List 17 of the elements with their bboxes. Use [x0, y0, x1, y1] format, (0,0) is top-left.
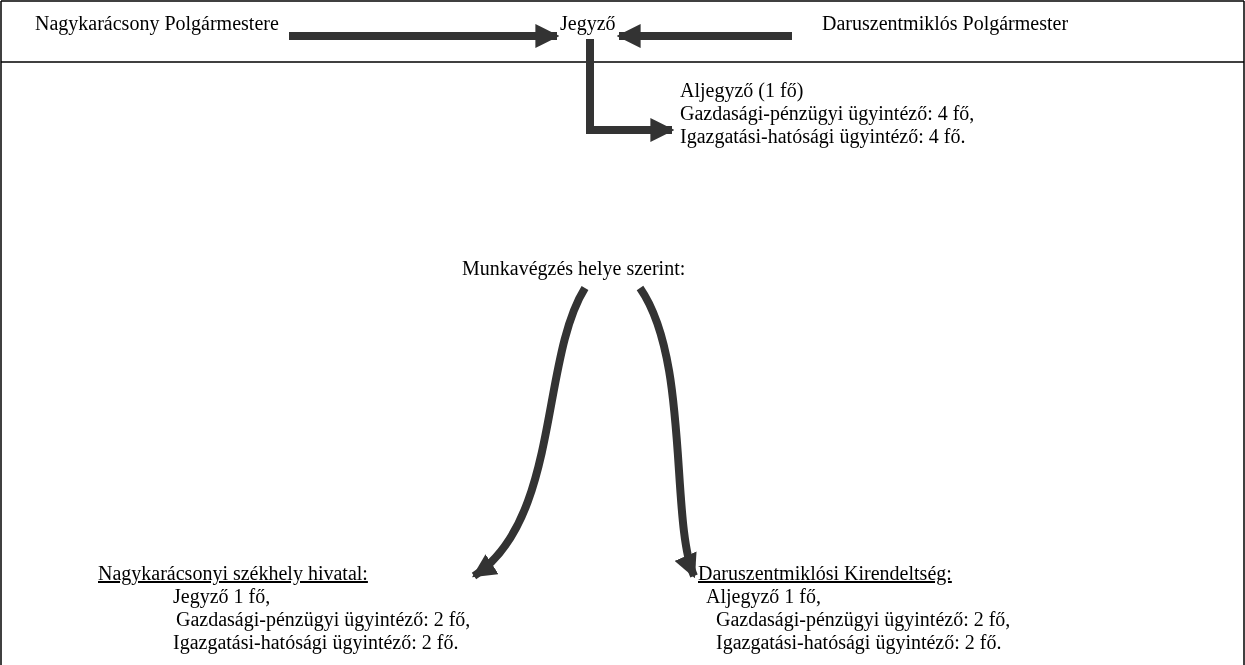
staff-line: Gazdasági-pénzügyi ügyintéző: 2 fő,	[715, 608, 1011, 631]
arrow	[636, 286, 699, 579]
node-text: Munkavégzés helye szerint:	[462, 257, 686, 280]
staff-line: Igazgatási-hatósági ügyintéző: 4 fő.	[680, 125, 967, 148]
office-heading: Nagykarácsonyi székhely hivatal:	[98, 562, 369, 585]
staff-line: Igazgatási-hatósági ügyintéző: 2 fő.	[715, 631, 1003, 654]
node-text: Daruszentmiklós Polgármester	[822, 12, 1069, 35]
arrow	[471, 286, 589, 580]
staff-line: Aljegyző (1 fő)	[680, 79, 805, 102]
staff-line: Gazdasági-pénzügyi ügyintéző: 4 fő,	[680, 102, 975, 125]
node-text: Nagykarácsony Polgármestere	[35, 12, 279, 35]
node-text: Jegyző	[560, 12, 616, 35]
staff-line: Igazgatási-hatósági ügyintéző: 2 fő.	[172, 631, 460, 654]
staff-line: Aljegyző 1 fő,	[705, 585, 822, 608]
staff-line: Jegyző 1 fő,	[172, 585, 272, 608]
staff-line: Gazdasági-pénzügyi ügyintéző: 2 fő,	[175, 608, 471, 631]
office-heading: Daruszentmiklósi Kirendeltség:	[698, 562, 953, 585]
